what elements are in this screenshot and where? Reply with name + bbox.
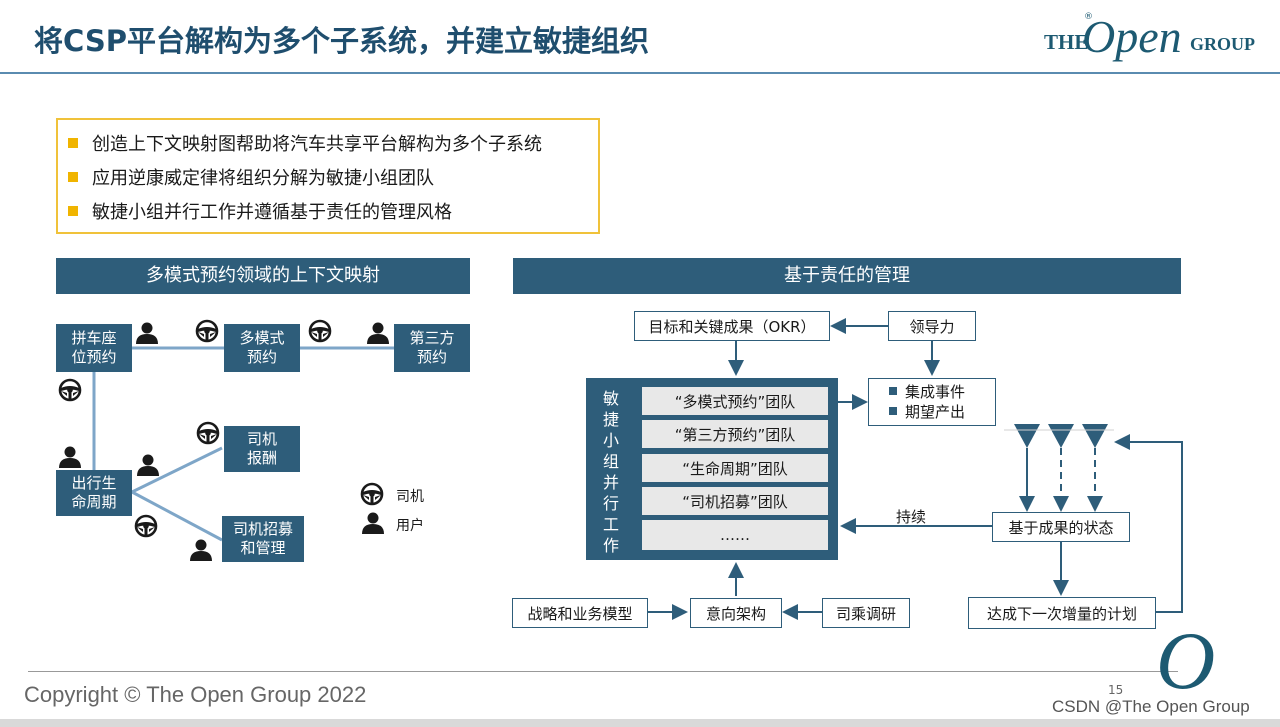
square-bullet-icon [889, 407, 897, 415]
steering-wheel-icon [58, 378, 82, 402]
person-icon [136, 322, 158, 344]
outcome-state-box: 基于成果的状态 [992, 512, 1130, 542]
context-map-header: 多模式预约领域的上下文映射 [56, 258, 470, 294]
open-group-o-logo: O [1156, 615, 1216, 706]
events-box: 集成事件 期望产出 [868, 378, 996, 426]
logo-group: GROUP [1190, 34, 1255, 54]
open-group-logo: THE ® Open GROUP [1044, 11, 1264, 68]
management-header: 基于责任的管理 [513, 258, 1181, 294]
square-bullet-icon [889, 387, 897, 395]
slide-title: 将CSP平台解构为多个子系统，并建立敏捷组织 [34, 24, 649, 58]
legend-user-label: 用户 [396, 518, 424, 534]
bottom-bar [0, 719, 1280, 727]
title-divider [0, 72, 1280, 74]
leadership-box: 领导力 [888, 311, 976, 341]
next-plan-box: 达成下一次增量的计划 [968, 597, 1156, 629]
steering-wheel-icon [195, 319, 219, 343]
legend-person-icon [362, 512, 384, 534]
team-row: “生命周期”团队 [642, 454, 828, 482]
footer-divider [28, 671, 1178, 672]
logo-registered: ® [1084, 12, 1093, 22]
person-icon [190, 539, 212, 561]
bullet-square-icon [68, 138, 78, 148]
steering-wheel-icon [196, 421, 220, 445]
agile-teams-container: 敏捷小组并行工作 “多模式预约”团队 “第三方预约”团队 “生命周期”团队 “司… [586, 378, 838, 560]
person-icon [367, 322, 389, 344]
node-multimodal: 多模式 预约 [224, 324, 300, 372]
bullet-square-icon [68, 172, 78, 182]
steering-wheel-icon [134, 514, 158, 538]
person-icon [137, 454, 159, 476]
bullet-box: 创造上下文映射图帮助将汽车共享平台解构为多个子系统 应用逆康威定律将组织分解为敏… [56, 118, 600, 234]
bullet-item: 创造上下文映射图帮助将汽车共享平台解构为多个子系统 [68, 130, 542, 156]
survey-box: 司乘调研 [822, 598, 910, 628]
legend-driver-label: 司机 [396, 489, 424, 505]
logo-open: Open [1082, 11, 1182, 62]
person-icon [59, 446, 81, 468]
node-carpool: 拼车座 位预约 [56, 324, 132, 372]
node-lifecycle: 出行生 命周期 [56, 470, 132, 516]
strategy-box: 战略和业务模型 [512, 598, 648, 628]
intent-architecture-box: 意向架构 [690, 598, 782, 628]
bullet-square-icon [68, 206, 78, 216]
team-row: …… [642, 520, 828, 550]
events-item: 期望产出 [889, 402, 965, 422]
team-row: “司机招募”团队 [642, 487, 828, 515]
bullet-item: 应用逆康威定律将组织分解为敏捷小组团队 [68, 164, 434, 190]
copyright-text: Copyright © The Open Group 2022 [24, 682, 367, 707]
csdn-watermark: CSDN @The Open Group [1052, 697, 1250, 716]
logo-the: THE [1044, 30, 1089, 54]
team-row: “多模式预约”团队 [642, 387, 828, 415]
node-driver-recruit: 司机招募 和管理 [222, 516, 304, 562]
node-driver-pay: 司机 报酬 [224, 426, 300, 472]
steering-wheel-icon [308, 319, 332, 343]
okr-box: 目标和关键成果（OKR） [634, 311, 830, 341]
continuous-label: 持续 [896, 508, 927, 526]
team-row: “第三方预约”团队 [642, 420, 828, 448]
legend-steering-wheel-icon [360, 482, 384, 506]
triangle-markers [1014, 424, 1108, 448]
page-number: 15 [1108, 683, 1124, 697]
node-thirdparty: 第三方 预约 [394, 324, 470, 372]
bullet-item: 敏捷小组并行工作并遵循基于责任的管理风格 [68, 198, 452, 224]
agile-label: 敏捷小组并行工作 [602, 389, 619, 555]
events-item: 集成事件 [889, 382, 965, 402]
